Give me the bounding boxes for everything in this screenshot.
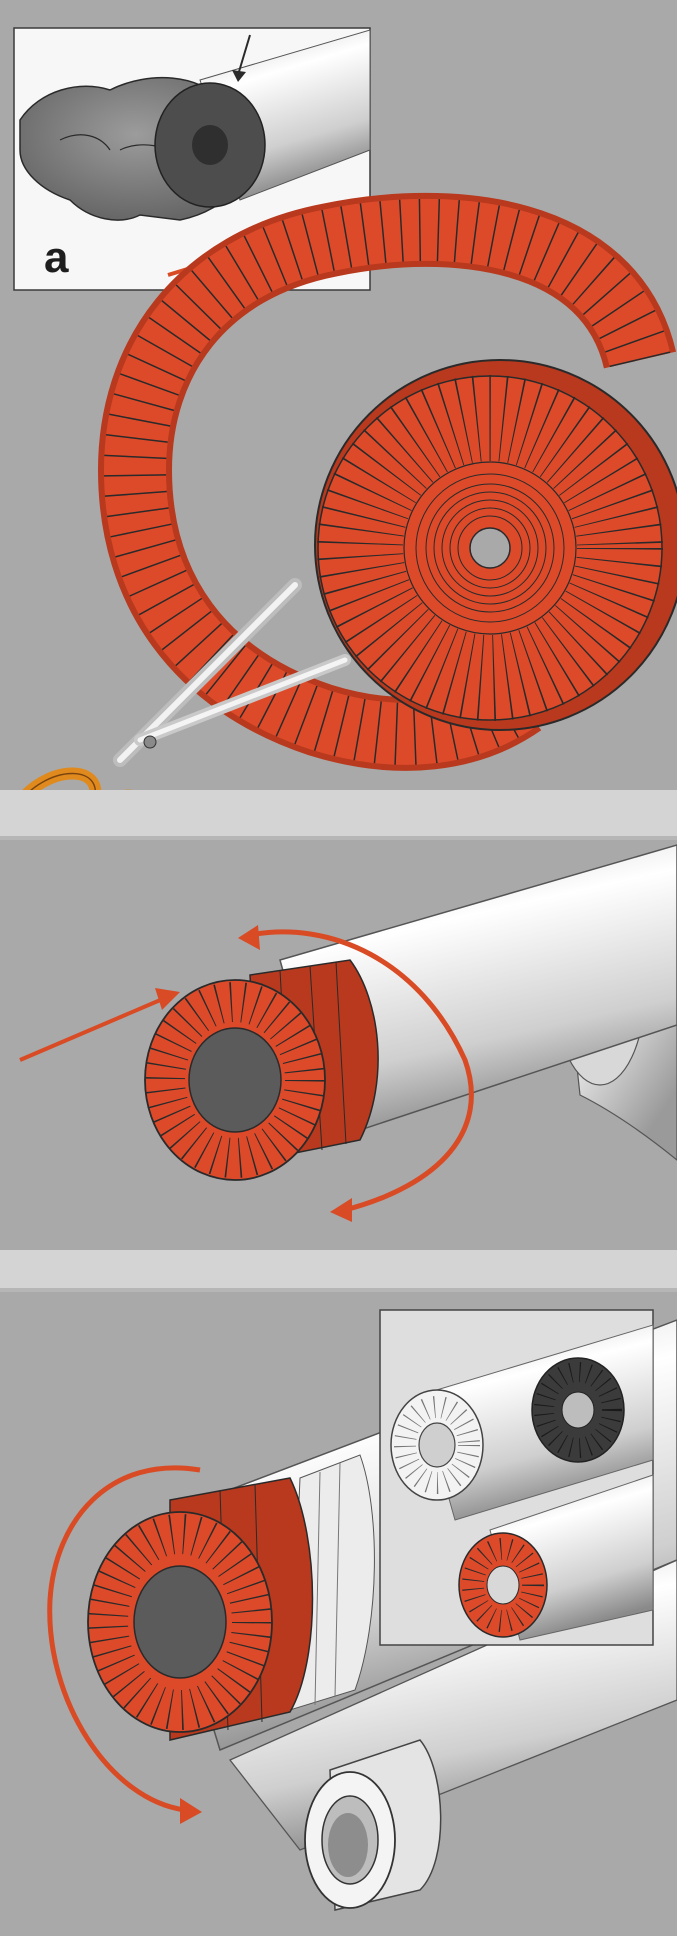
separator-band-1 bbox=[0, 790, 677, 840]
pipe-comparison-icon bbox=[380, 1310, 653, 1645]
separator-band-2 bbox=[0, 1250, 677, 1292]
panel-2-wrap-pipe bbox=[0, 840, 677, 1250]
inset-a-label: a bbox=[44, 233, 69, 282]
panel-1-cut-insulation: a bbox=[0, 0, 677, 893]
panel-3-seal-tape bbox=[0, 1292, 677, 1936]
